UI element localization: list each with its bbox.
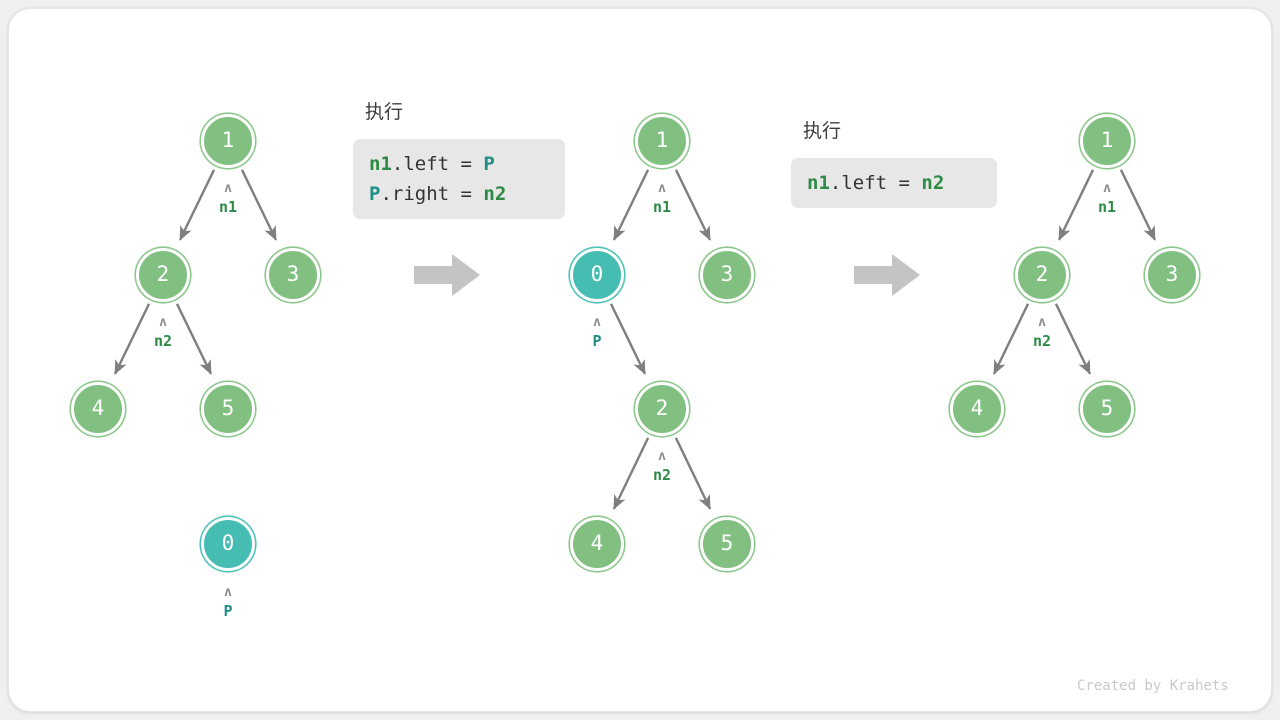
tree-node-value: 5 [720,530,734,555]
tree-node: 5 [1080,382,1134,436]
caret-up-icon: ʌ [224,181,232,196]
tree-node: 5 [201,382,255,436]
tree-node: 4 [71,382,125,436]
tree-node-value: 1 [655,127,669,152]
pointer-annotation: ʌ n2 [632,449,692,484]
tree-node: 1 [1080,114,1134,168]
tree-node-value: 5 [221,395,235,420]
tree-node-value: 2 [655,395,669,420]
tree-node-value: 1 [1100,127,1114,152]
tree-node: 2 [1015,248,1069,302]
pointer-annotation: ʌ n2 [1012,315,1072,350]
caret-up-icon: ʌ [224,585,232,600]
pointer-label: n1 [652,198,672,216]
code-token: P [483,153,495,175]
tree-node: 3 [1145,248,1199,302]
caret-up-icon: ʌ [1103,181,1111,196]
tree-node: 1 [635,114,689,168]
tree-node-value: 4 [91,395,105,420]
tree-node: 5 [700,517,754,571]
tree-node: 1 [201,114,255,168]
tree-node: 2 [635,382,689,436]
code-token: .right = [380,183,484,205]
watermark: Created by Krahets [1077,678,1229,694]
pointer-annotation: ʌ n1 [632,181,692,216]
code-token: n1 [369,153,392,175]
pointer-annotation: ʌ n1 [1077,181,1137,216]
step-caption: 执行 [803,120,842,142]
pointer-label: n1 [1097,198,1117,216]
transition-arrow-icon [854,252,920,298]
pointer-label: P [592,332,602,350]
code-line: n1.left = P [369,149,549,179]
tree-node: 4 [950,382,1004,436]
code-line: n1.left = n2 [807,168,981,198]
pointer-annotation: ʌ n2 [133,315,193,350]
tree-node: 4 [570,517,624,571]
transition-arrow-icon [414,252,480,298]
tree-node: 2 [136,248,190,302]
caret-up-icon: ʌ [593,315,601,330]
pointer-label: n2 [153,332,173,350]
tree-node: 3 [266,248,320,302]
code-token: .left = [829,172,922,194]
code-line: P.right = n2 [369,179,549,209]
code-token: .left = [391,153,484,175]
tree-node-value: 0 [590,261,604,286]
tree-node-value: 5 [1100,395,1114,420]
code-token: n1 [807,172,830,194]
tree-node: 0 [570,248,624,302]
code-token: n2 [921,172,945,194]
tree-node-value: 4 [590,530,604,555]
caret-up-icon: ʌ [658,449,666,464]
pointer-label: n2 [1032,332,1052,350]
tree-node: 0 [201,517,255,571]
caret-up-icon: ʌ [159,315,167,330]
pointer-label: P [223,602,233,620]
caret-up-icon: ʌ [1038,315,1046,330]
tree-node-value: 1 [221,127,235,152]
code-block: n1.left = n2 [791,158,997,208]
code-token: P [369,183,381,205]
caret-up-icon: ʌ [658,181,666,196]
tree-node: 3 [700,248,754,302]
tree-node-value: 0 [221,530,235,555]
tree-node-value: 2 [156,261,170,286]
tree-node-value: 2 [1035,261,1049,286]
pointer-label: n1 [218,198,238,216]
tree-node-value: 3 [720,261,734,286]
pointer-annotation: ʌ n1 [198,181,258,216]
pointer-label: n2 [652,466,672,484]
tree-node-value: 3 [286,261,300,286]
tree-node-value: 4 [970,395,984,420]
tree-node-value: 3 [1165,261,1179,286]
code-token: n2 [483,183,507,205]
step-caption: 执行 [365,101,404,123]
